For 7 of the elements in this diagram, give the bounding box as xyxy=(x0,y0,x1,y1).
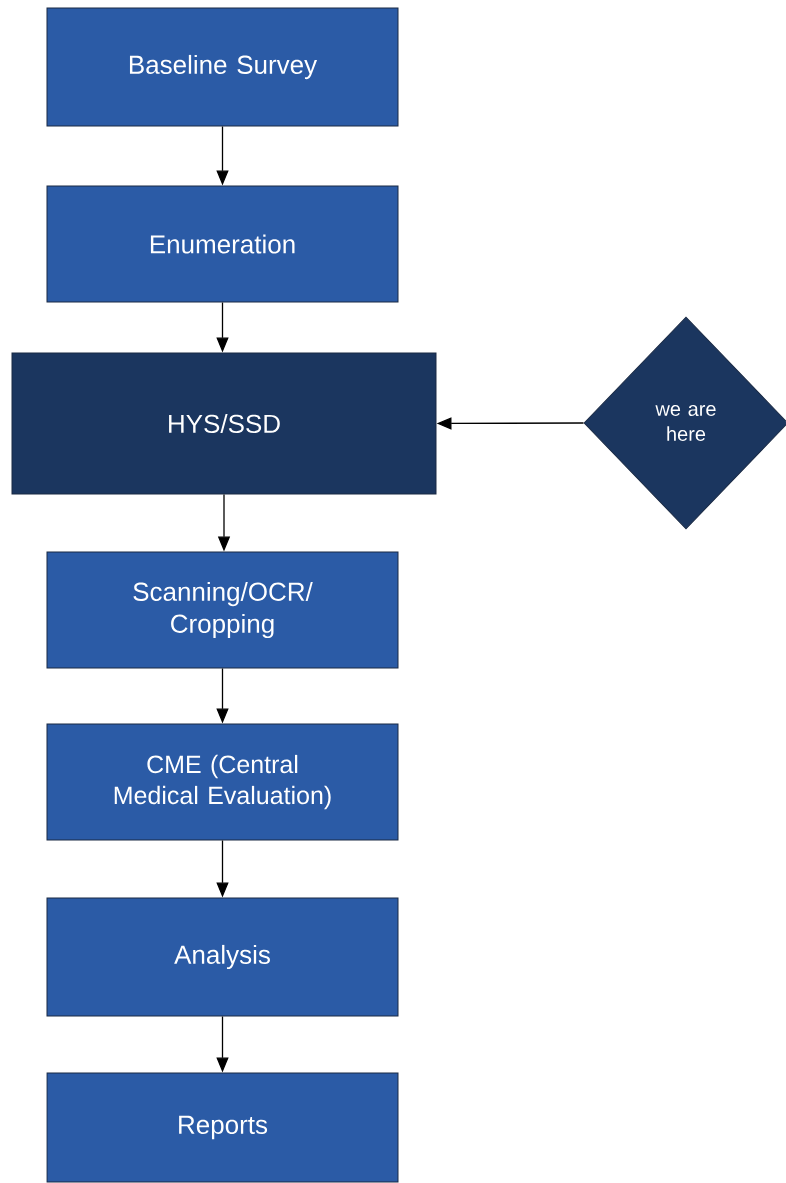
process-box: HYS/SSD xyxy=(11,352,437,495)
process-box: Analysis xyxy=(46,897,399,1017)
process-box: CME (Central Medical Evaluation) xyxy=(46,723,399,841)
process-box: Reports xyxy=(46,1072,399,1183)
process-box: Scanning/OCR/ Cropping xyxy=(46,551,399,669)
process-box: Baseline Survey xyxy=(46,7,399,127)
process-box: Enumeration xyxy=(46,185,399,303)
